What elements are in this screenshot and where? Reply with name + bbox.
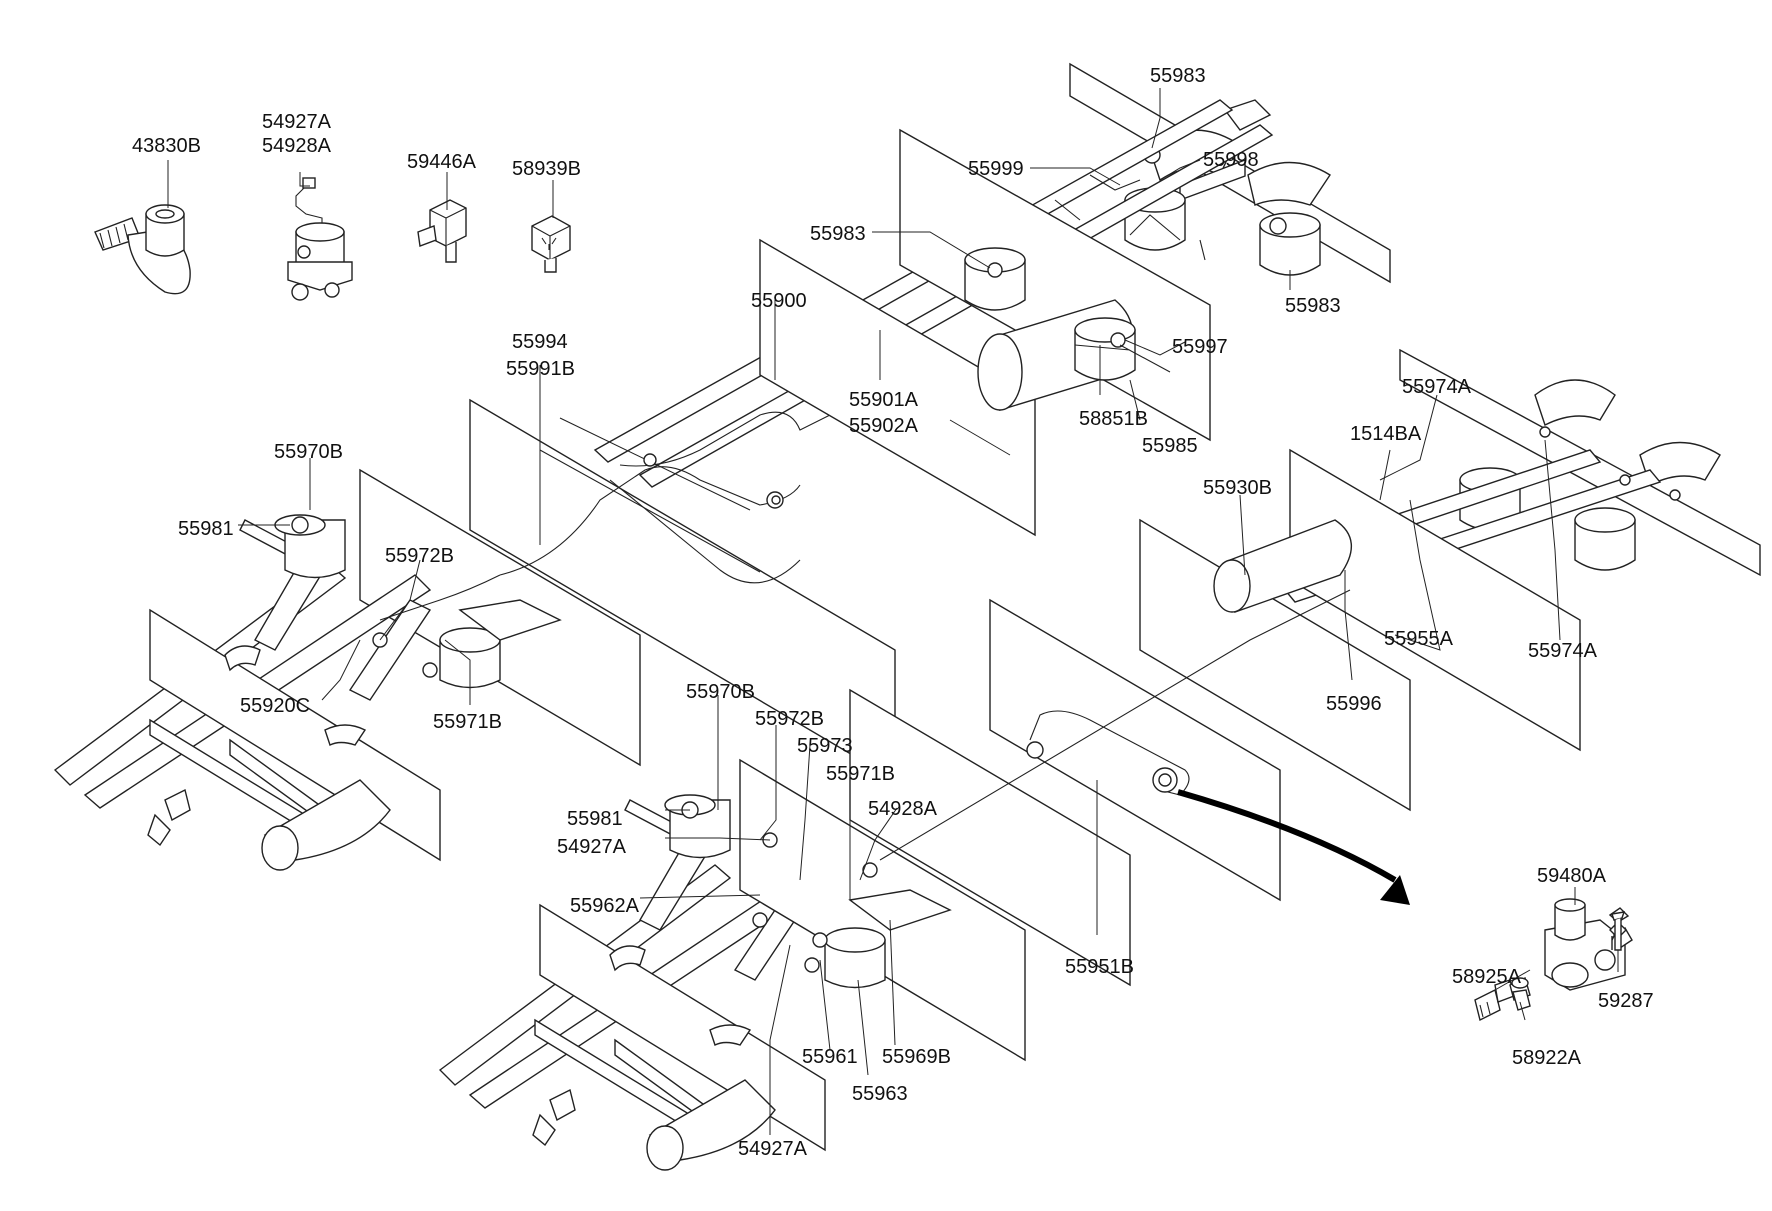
- label-55971b-center: 55971B: [826, 763, 895, 785]
- detail-valve-assembly: [1474, 898, 1633, 1022]
- brake-line-routes: [379, 453, 801, 621]
- label-55920c: 55920C: [240, 695, 310, 717]
- label-58939b: 58939B: [512, 158, 581, 180]
- label-55983-c: 55983: [1285, 295, 1341, 317]
- label-55972b-left: 55972B: [385, 545, 454, 567]
- label-55981-left: 55981: [178, 518, 234, 540]
- label-55930b: 55930B: [1203, 477, 1272, 499]
- label-1514ba: 1514BA: [1350, 423, 1422, 445]
- part-number-labels: 43830B 54927A 54928A 59446A 58939B 55983…: [132, 65, 1654, 1160]
- label-55963: 55963: [852, 1083, 908, 1105]
- upper-air-tanks: [964, 174, 1206, 411]
- label-55974a-top: 55974A: [1402, 376, 1472, 398]
- front-axle-center: [438, 688, 1131, 1171]
- label-55973: 55973: [797, 735, 853, 757]
- label-54927a-bottom: 54927A: [738, 1138, 808, 1160]
- label-55962a: 55962A: [570, 895, 640, 917]
- label-55983-a: 55983: [1150, 65, 1206, 87]
- detail-callout-arrow: [1177, 789, 1410, 905]
- label-55998: 55998: [1203, 149, 1259, 171]
- label-54927a-top: 54927A: [262, 111, 332, 133]
- label-55994: 55994: [512, 331, 568, 353]
- label-59480a: 59480A: [1537, 865, 1607, 887]
- lower-middle-chassis: [879, 589, 1351, 902]
- label-55996: 55996: [1326, 693, 1382, 715]
- label-55974a-bottom: 55974A: [1528, 640, 1598, 662]
- label-54927a-center: 54927A: [557, 836, 627, 858]
- label-58925a: 58925A: [1452, 966, 1522, 988]
- label-55969b: 55969B: [882, 1046, 951, 1068]
- label-55900: 55900: [751, 290, 807, 312]
- label-55955a: 55955A: [1384, 628, 1454, 650]
- label-55983-b: 55983: [810, 223, 866, 245]
- label-55999: 55999: [968, 158, 1024, 180]
- part-58939b-fitting: [531, 215, 571, 273]
- label-54928a-center: 54928A: [868, 798, 938, 820]
- label-58922a: 58922A: [1512, 1047, 1582, 1069]
- label-59446a: 59446A: [407, 151, 477, 173]
- label-59287: 59287: [1598, 990, 1654, 1012]
- label-58851b: 58851B: [1079, 408, 1148, 430]
- label-55985: 55985: [1142, 435, 1198, 457]
- part-59446a-tee: [417, 199, 467, 263]
- label-55902a: 55902A: [849, 415, 919, 437]
- label-55997: 55997: [1172, 336, 1228, 358]
- label-55951b: 55951B: [1065, 956, 1134, 978]
- leader-lines: [167, 88, 1619, 1135]
- label-54928a-top: 54928A: [262, 135, 332, 157]
- label-55991b: 55991B: [506, 358, 575, 380]
- rear-axle-upper: [1069, 62, 1391, 284]
- front-axle-left: [53, 514, 562, 871]
- part-43830b-fitting: [94, 204, 191, 295]
- label-43830b: 43830B: [132, 135, 201, 157]
- label-55961: 55961: [802, 1046, 858, 1068]
- label-55970b-left: 55970B: [274, 441, 343, 463]
- label-55972b-center: 55972B: [755, 708, 824, 730]
- label-55971b-left: 55971B: [433, 711, 502, 733]
- label-55901a: 55901A: [849, 389, 919, 411]
- label-55970b-center: 55970B: [686, 681, 755, 703]
- part-54927a-solenoid: [287, 177, 353, 301]
- label-55981-center: 55981: [567, 808, 623, 830]
- right-rear-axle: [1139, 348, 1761, 812]
